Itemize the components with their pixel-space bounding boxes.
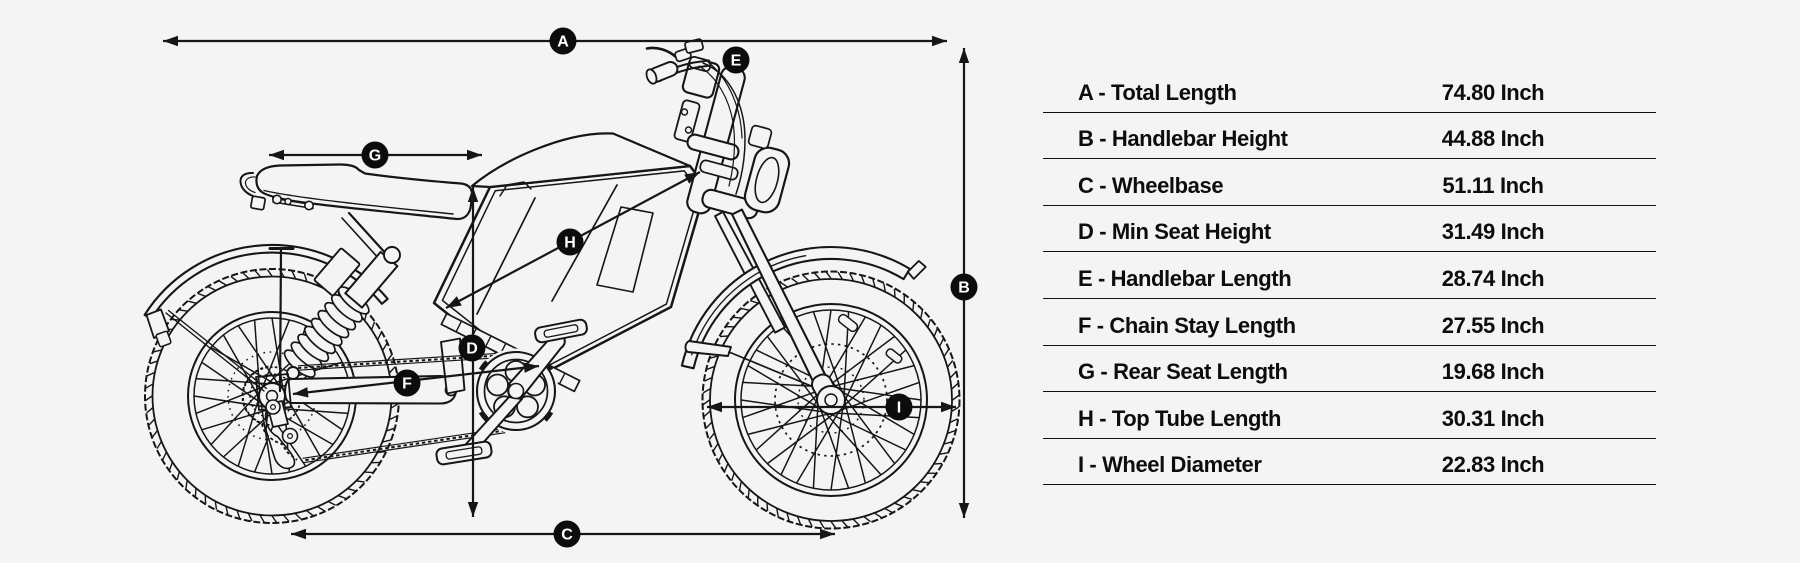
- rear-shock: [283, 211, 401, 380]
- dim-badge: E: [722, 46, 750, 74]
- spec-row: D - Min Seat Height 31.49 Inch: [1043, 206, 1656, 253]
- spec-value: 44.88 Inch: [1441, 126, 1545, 152]
- crankset: [435, 318, 588, 466]
- spec-row: A - Total Length 74.80 Inch: [1043, 66, 1656, 113]
- spec-row: C - Wheelbase 51.11 Inch: [1043, 159, 1656, 206]
- spec-value: 31.49 Inch: [1441, 219, 1545, 245]
- swingarm: [255, 337, 466, 411]
- spec-label: F - Chain Stay Length: [1078, 312, 1296, 338]
- front-fender: [680, 245, 927, 389]
- handlebar: [645, 38, 746, 195]
- spec-value: 27.55 Inch: [1441, 312, 1545, 338]
- spec-label: D - Min Seat Height: [1078, 219, 1271, 245]
- spec-value: 30.31 Inch: [1441, 405, 1545, 431]
- spec-label: H - Top Tube Length: [1078, 405, 1281, 431]
- dim-badge: A: [549, 27, 577, 55]
- dim-badge-letter: G: [369, 148, 381, 165]
- spec-row: I - Wheel Diameter 22.83 Inch: [1043, 439, 1656, 486]
- spec-row: B - Handlebar Height 44.88 Inch: [1043, 113, 1656, 160]
- dim-badge: C: [553, 520, 581, 548]
- spec-value: 28.74 Inch: [1441, 265, 1545, 291]
- spec-label: I - Wheel Diameter: [1078, 452, 1262, 478]
- spec-label: A - Total Length: [1078, 79, 1237, 105]
- dim-badge-letter: C: [561, 527, 573, 544]
- spec-row: H - Top Tube Length 30.31 Inch: [1043, 392, 1656, 439]
- bike-diagram-wrap: A B C D E F G H I: [143, 27, 978, 548]
- dim-badge-letter: H: [564, 235, 576, 252]
- dim-badge-letter: A: [557, 34, 569, 51]
- spec-value: 22.83 Inch: [1441, 452, 1545, 478]
- tank-cover: [470, 132, 692, 197]
- spec-value: 51.11 Inch: [1442, 172, 1544, 198]
- spec-row: E - Handlebar Length 28.74 Inch: [1043, 252, 1656, 299]
- spec-table: A - Total Length 74.80 Inch B - Handlebar …: [1043, 66, 1656, 486]
- dim-badge: B: [950, 273, 978, 301]
- dim-badge: D: [458, 334, 486, 362]
- dim-badge: I: [885, 393, 913, 421]
- dim-badge-letter: B: [958, 280, 970, 297]
- headlight: [743, 124, 791, 214]
- dim-badge-letter: D: [466, 341, 478, 358]
- dim-badge: G: [361, 141, 389, 169]
- dim-badge: F: [393, 369, 421, 397]
- spec-row: G - Rear Seat Length 19.68 Inch: [1043, 346, 1656, 393]
- dim-badge-letter: E: [731, 53, 742, 70]
- dimension-badges: A B C D E F G H I: [361, 27, 978, 548]
- spec-label: E - Handlebar Length: [1078, 265, 1292, 291]
- derailleur: [264, 399, 299, 470]
- spec-value: 19.68 Inch: [1441, 359, 1545, 385]
- seat: [239, 163, 474, 221]
- dim-badge: H: [556, 228, 584, 256]
- spec-row: F - Chain Stay Length 27.55 Inch: [1043, 299, 1656, 346]
- spec-label: C - Wheelbase: [1078, 172, 1224, 198]
- spec-label: G - Rear Seat Length: [1078, 359, 1288, 385]
- spec-value: 74.80 Inch: [1441, 79, 1545, 105]
- bike-diagram: A B C D E F G H I: [143, 27, 978, 548]
- dim-badge-letter: I: [897, 400, 901, 417]
- spec-label: B - Handlebar Height: [1078, 126, 1288, 152]
- dim-badge-letter: F: [402, 376, 412, 393]
